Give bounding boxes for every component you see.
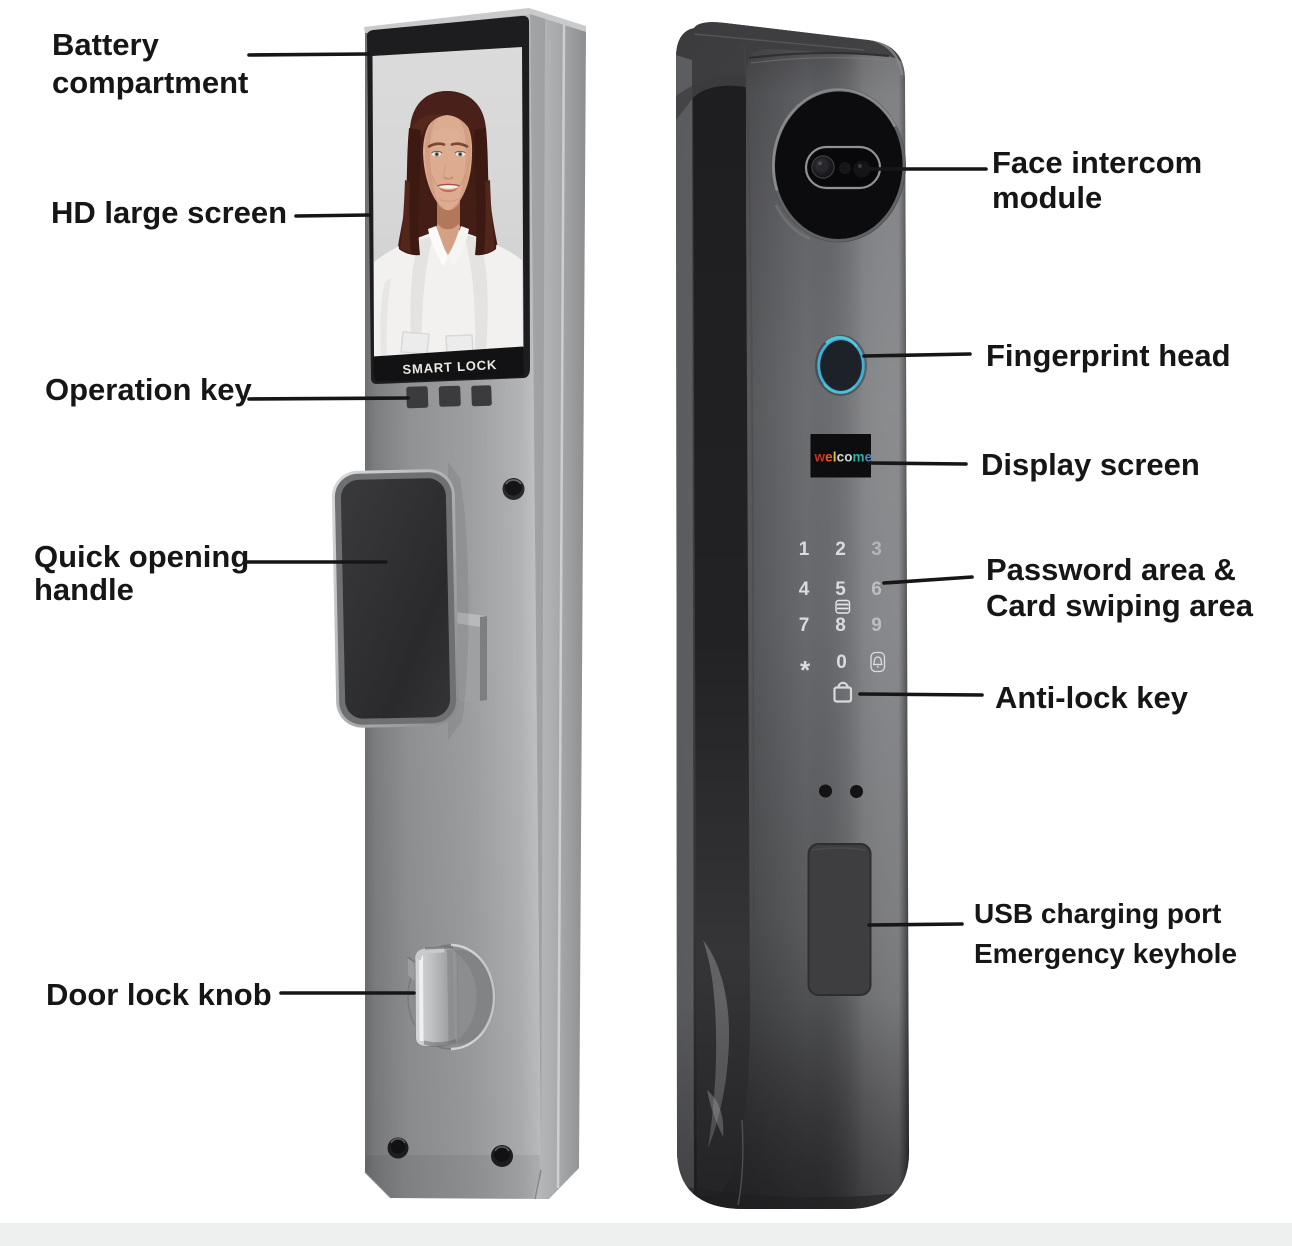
- svg-text:Door lock knob: Door lock knob: [46, 977, 272, 1012]
- svg-text:1: 1: [799, 539, 810, 560]
- svg-text:4: 4: [799, 579, 810, 600]
- svg-text:3: 3: [871, 539, 882, 560]
- svg-text:USB charging port: USB charging port: [974, 898, 1221, 929]
- svg-text:compartment: compartment: [52, 65, 248, 100]
- svg-text:HD large screen: HD large screen: [51, 195, 287, 230]
- svg-text:0: 0: [836, 652, 847, 673]
- svg-text:module: module: [992, 180, 1102, 215]
- svg-text:welcome: welcome: [814, 450, 873, 465]
- svg-text:Battery: Battery: [52, 27, 160, 62]
- svg-text:9: 9: [871, 615, 882, 636]
- svg-text:Display screen: Display screen: [981, 447, 1200, 482]
- svg-text:6: 6: [871, 579, 882, 600]
- svg-text:Face intercom: Face intercom: [992, 145, 1202, 180]
- svg-text:handle: handle: [34, 572, 134, 607]
- svg-text:5: 5: [835, 579, 846, 600]
- svg-text:Quick opening: Quick opening: [34, 539, 249, 574]
- svg-text:2: 2: [835, 539, 846, 560]
- svg-text:Operation key: Operation key: [45, 372, 252, 407]
- svg-text:Fingerprint head: Fingerprint head: [986, 338, 1231, 373]
- svg-text:SMART LOCK: SMART LOCK: [402, 357, 497, 377]
- svg-text:Anti-lock key: Anti-lock key: [995, 680, 1189, 715]
- svg-text:Emergency keyhole: Emergency keyhole: [974, 938, 1237, 969]
- svg-text:Card swiping area: Card swiping area: [986, 588, 1254, 623]
- svg-text:8: 8: [835, 615, 846, 636]
- svg-text:7: 7: [799, 615, 810, 636]
- svg-text:*: *: [800, 655, 811, 685]
- svg-text:Password area &: Password area &: [986, 552, 1236, 587]
